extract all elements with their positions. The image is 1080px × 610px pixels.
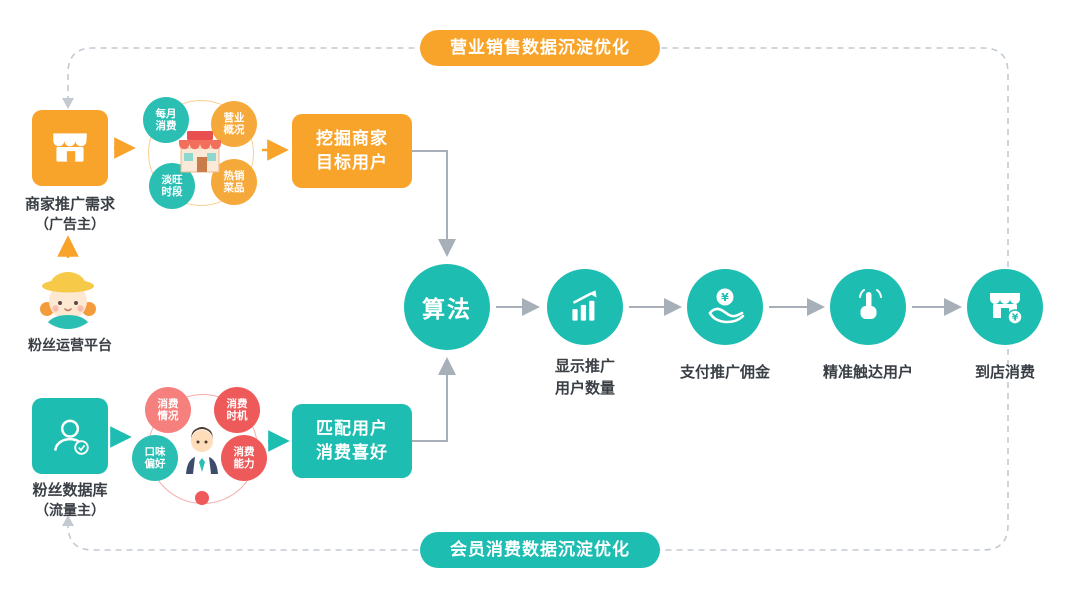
mine-target-users-box: 挖掘商家 目标用户 — [292, 114, 412, 188]
shop-illustration — [173, 126, 227, 185]
user-bubble: 消费能力 — [221, 435, 267, 481]
pay-commission-label: 支付推广佣金 — [679, 364, 770, 381]
fans-database-label: 粉丝数据库 （流量主） — [32, 482, 108, 518]
show-users-label: 显示推广 用户数量 — [554, 358, 615, 397]
loop-arrowhead-bottom — [62, 515, 74, 526]
precise-reach-label: 精准触达用户 — [822, 364, 913, 381]
merchant-bubble: 营业概况 — [211, 101, 257, 147]
show-users-node — [547, 269, 623, 345]
precise-reach-node — [830, 269, 906, 345]
svg-text:¥: ¥ — [721, 291, 729, 304]
cluster-ring — [148, 100, 254, 206]
store-consumption-node: ¥ — [967, 269, 1043, 345]
user-bubble: 消费情况 — [145, 387, 191, 433]
merchant-bubble: 每月消费 — [143, 97, 189, 143]
user-bubble: 消费时机 — [214, 387, 260, 433]
merchant-analysis-cluster: 每月消费 营业概况 淡旺时段 热销菜品 — [130, 82, 270, 222]
match-preferences-box: 匹配用户 消费喜好 — [292, 404, 412, 478]
user-icon — [54, 419, 89, 455]
svg-text:¥: ¥ — [1012, 313, 1019, 324]
store-consumption-label: 到店消费 — [974, 364, 1035, 381]
hand-coin-icon: ¥ — [708, 288, 745, 324]
algorithm-node: 算法 — [404, 264, 490, 350]
fans-database-icon — [32, 398, 108, 474]
merchant-bubble: 淡旺时段 — [149, 163, 195, 209]
merchant-demand-label: 商家推广需求 （广告主） — [24, 196, 115, 232]
pay-commission-node: ¥ — [687, 269, 763, 345]
user-bubble: 口味偏好 — [132, 435, 178, 481]
storefront-icon — [53, 133, 87, 162]
fan-platform-mascot-illustration — [34, 262, 102, 330]
touch-icon — [859, 289, 882, 319]
person-illustration — [174, 420, 230, 481]
loop-arrowhead-top — [62, 98, 74, 109]
fan-platform-label: 粉丝运营平台 — [28, 337, 112, 353]
cluster-dot — [195, 491, 209, 505]
merchant-demand-icon — [32, 110, 108, 186]
top-banner: 营业销售数据沉淀优化 — [420, 30, 660, 66]
store-coin-icon: ¥ — [990, 293, 1023, 325]
bottom-banner: 会员消费数据沉淀优化 — [420, 532, 660, 568]
bar-chart-icon — [572, 290, 597, 321]
user-preference-cluster: 消费情况 消费时机 口味偏好 消费能力 — [128, 374, 276, 522]
